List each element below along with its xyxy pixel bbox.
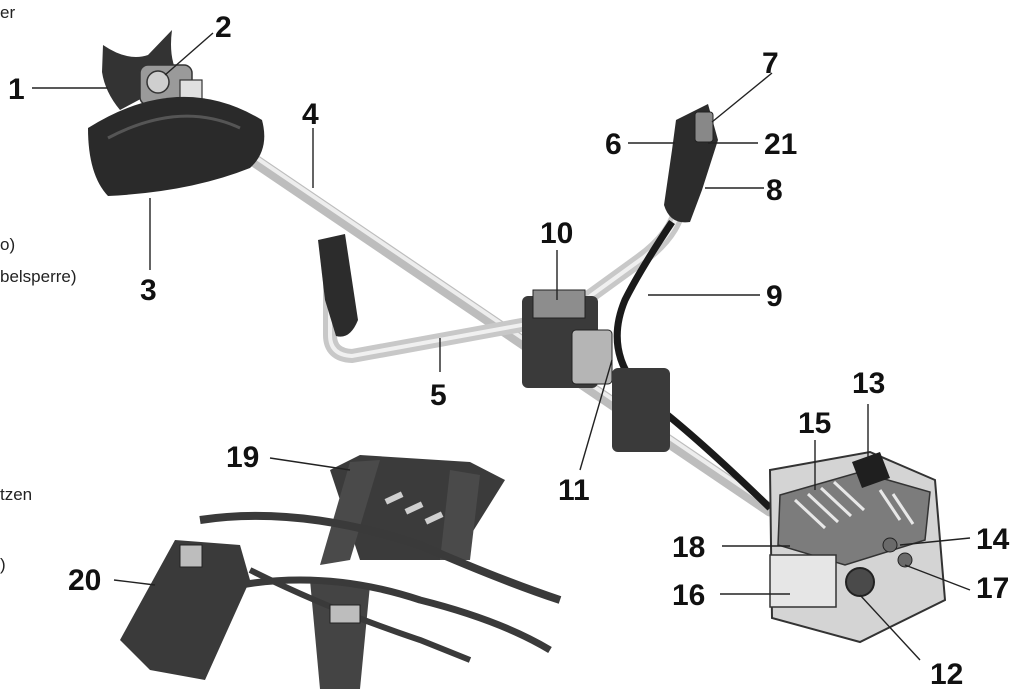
edge-text-fragment: o) <box>0 235 15 254</box>
choke-knob <box>845 567 875 597</box>
callout-14: 14 <box>976 523 1010 556</box>
callout-21: 21 <box>764 128 797 161</box>
callout-numbers: 1 2 3 4 5 6 7 8 9 10 11 12 13 14 15 16 1… <box>8 11 1010 689</box>
harness-waist-strap <box>310 580 370 689</box>
callout-15: 15 <box>798 407 831 440</box>
shoulder-harness <box>120 455 562 689</box>
callout-19: 19 <box>226 441 259 474</box>
callout-5: 5 <box>430 379 447 412</box>
left-grip <box>318 234 358 337</box>
edge-text-fragment: ) <box>0 555 6 574</box>
callout-10: 10 <box>540 217 573 250</box>
throttle-lever <box>694 111 714 143</box>
callout-8: 8 <box>766 174 783 207</box>
harness-hanger <box>571 329 613 385</box>
shaft-clamp <box>612 368 670 452</box>
callout-7: 7 <box>762 47 779 80</box>
callout-9: 9 <box>766 280 783 313</box>
hip-pad <box>120 540 250 680</box>
callout-18: 18 <box>672 531 705 564</box>
callout-12: 12 <box>930 658 963 689</box>
callout-20: 20 <box>68 564 101 597</box>
blade-guard <box>88 96 265 196</box>
callout-4: 4 <box>302 98 319 131</box>
callout-3: 3 <box>140 274 157 307</box>
callout-1: 1 <box>8 73 25 106</box>
callout-13: 13 <box>852 367 885 400</box>
brushcutter-illustration <box>88 30 947 644</box>
drive-shaft <box>173 103 777 517</box>
callout-6: 6 <box>605 128 622 161</box>
callout-11: 11 <box>558 474 590 507</box>
harness-buckle <box>329 604 361 624</box>
air-filter-cover <box>769 554 837 608</box>
edge-text-fragment: belsperre) <box>0 267 77 286</box>
callout-2: 2 <box>215 11 232 44</box>
spark-plug-cap <box>852 452 890 488</box>
edge-text-fragment: er <box>0 3 15 22</box>
edge-text-fragment: tzen <box>0 485 32 504</box>
leader-lines <box>32 32 971 661</box>
callout-16: 16 <box>672 579 705 612</box>
callout-17: 17 <box>976 572 1009 605</box>
